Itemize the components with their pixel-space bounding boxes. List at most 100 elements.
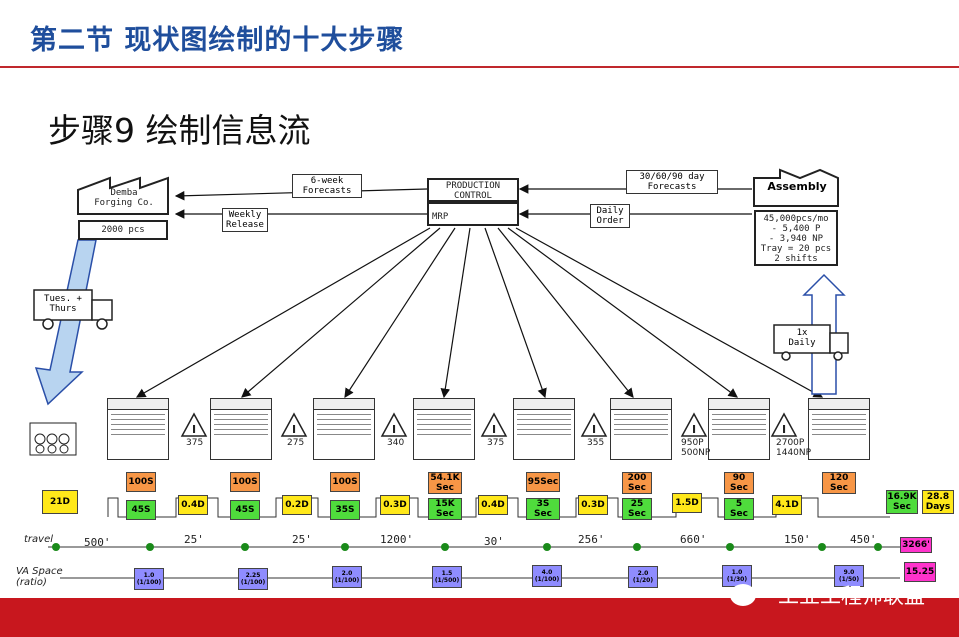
process-box-4 [413,398,475,460]
customer-np: - 3,940 NP [768,234,824,244]
cycle-time-7: 90 Sec [724,472,754,494]
wait-time-4: 0.3D [380,495,410,515]
outbound-truck-icon [773,324,849,361]
va-space-5: 4.0 (1/100) [532,565,562,587]
inbound-shipment-arrow [34,239,97,406]
wechat-icon [730,584,756,606]
info-line-6 [497,227,634,398]
travel-distance-8: 150' [784,533,811,546]
travel-distance-1: 500' [84,536,111,549]
info-line-8 [515,227,824,398]
value-time-4: 15K Sec [428,498,462,520]
travel-distance-5: 30' [484,535,504,548]
inventory-label-4: 375 [487,438,505,448]
process-box-3 [313,398,375,460]
title-divider [0,66,959,68]
inventory-label-6: 950P 500NP [681,438,711,458]
value-time-2: 45S [230,500,260,520]
total-days: 28.8 Days [922,490,954,514]
watermark-brand: 工业工程师联盟 [778,584,925,608]
value-time-1: 45S [126,500,156,520]
customer-data-box: 45,000pcs/mo - 5,400 P - 3,940 NP Tray =… [754,210,838,266]
cycle-time-1: 100S [126,472,156,492]
footer-bar [0,598,959,637]
process-box-5 [513,398,575,460]
cycle-time-6: 200 Sec [622,472,652,494]
va-space-row-label: VA Space (ratio) [16,566,63,588]
inventory-label-1: 375 [186,438,204,448]
travel-row-label: travel [24,534,54,545]
travel-distance-6: 256' [578,533,605,546]
va-space-1: 1.0 (1/100) [134,568,164,590]
process-box-2 [210,398,272,460]
cycle-time-8: 120 Sec [822,472,856,494]
forecast-to-supplier-label: 6-week Forecasts [292,174,362,198]
info-line-4 [440,227,471,399]
value-time-5: 3S Sec [526,498,560,520]
supplier-factory-icon [77,176,169,215]
info-line-7 [507,227,738,398]
supplier-name: Demba Forging Co. [94,188,154,208]
total-lead-time: 16.9K Sec [886,490,918,514]
travel-total: 3266' [900,537,932,553]
svg-text:I: I [192,423,196,436]
travel-distance-7: 660' [680,533,707,546]
va-space-2: 2.25 (1/100) [238,568,268,590]
inventory-triangles [180,412,798,437]
inbound-shipment-label: Tues. + Thurs [44,294,82,314]
cycle-time-5: 95Sec [526,472,560,492]
va-space-3: 2.0 (1/100) [332,566,362,588]
customer-p: - 5,400 P [771,224,821,234]
slide-title: 第二节 现状图绘制的十大步骤 [30,25,405,56]
va-space-total: 15.25 [904,562,936,582]
wait-time-8: 4.1D [772,495,802,515]
svg-text:I: I [692,423,696,436]
forecast-from-customer-label: 30/60/90 day Forecasts [626,170,718,194]
wait-time-1: 21D [42,490,78,514]
value-time-7: 5 Sec [724,498,754,520]
value-time-3: 35S [330,500,360,520]
wait-time-5: 0.4D [478,495,508,515]
wait-time-3: 0.2D [282,495,312,515]
cycle-time-2: 100S [230,472,260,492]
info-line-3 [344,227,456,399]
info-line-1 [135,227,431,398]
svg-text:I: I [392,423,396,436]
raw-material-icon [29,422,77,456]
outbound-shipment-label: 1x Daily [788,328,816,348]
inventory-label-3: 340 [387,438,405,448]
process-box-8 [808,398,870,460]
wait-time-6: 0.3D [578,495,608,515]
mrp-box: MRP [427,202,519,226]
info-line-5 [484,227,547,399]
process-box-6 [610,398,672,460]
svg-text:I: I [492,423,496,436]
inventory-label-7: 2700P 1440NP [776,438,812,458]
inventory-label-2: 275 [287,438,305,448]
va-space-6: 2.0 (1/20) [628,566,658,588]
step-title: 步骤9 绘制信息流 [48,111,311,150]
travel-distance-3: 25' [292,533,312,546]
value-time-6: 25 Sec [622,498,652,520]
process-box-1 [107,398,169,460]
svg-text:I: I [292,423,296,436]
release-to-supplier-label: Weekly Release [222,208,268,232]
travel-distance-2: 25' [184,533,204,546]
svg-text:I: I [592,423,596,436]
customer-name: Assembly [767,180,827,193]
supplier-qty: 2000 pcs [78,220,168,240]
wait-time-2: 0.4D [178,495,208,515]
travel-dots [52,543,882,551]
travel-distance-4: 1200' [380,533,414,546]
process-box-7 [708,398,770,460]
svg-text:I: I [782,423,786,436]
customer-tray: Tray = 20 pcs [760,244,832,254]
cycle-time-3: 100S [330,472,360,492]
wait-time-7: 1.5D [672,493,702,513]
info-line-2 [241,227,441,398]
va-space-8: 9.0 (1/50) [834,565,864,587]
customer-factory-icon [753,168,839,207]
production-control-box: PRODUCTION CONTROL [427,178,519,202]
order-from-customer-label: Daily Order [590,204,630,228]
